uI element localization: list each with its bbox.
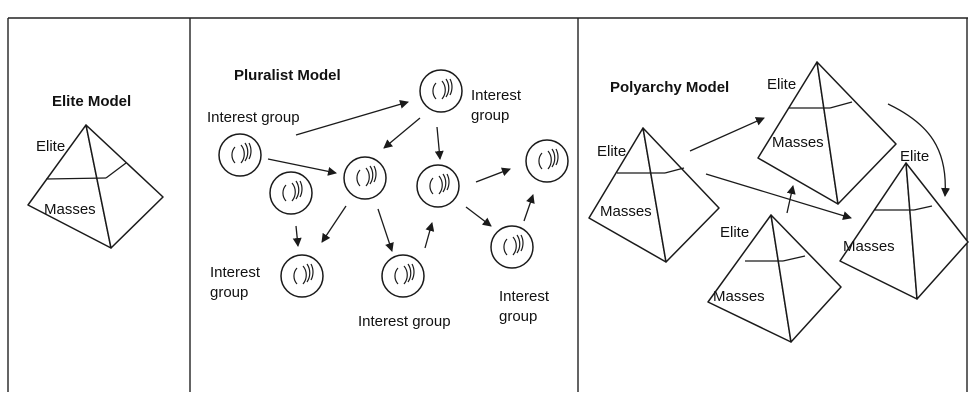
arrow — [689, 117, 765, 152]
interest-group-circle — [525, 139, 569, 183]
polyarchy-model: Polyarchy Model Elite Masses Elite Masse… — [588, 61, 969, 343]
pluralist-model-title: Pluralist Model — [234, 67, 341, 84]
elite-pyramid — [27, 124, 164, 249]
pluralist-model: Pluralist Model — [207, 67, 569, 330]
polyarchy-pyramid — [588, 127, 720, 263]
elite-label: Elite — [597, 143, 626, 160]
interest-group-label-line2: group — [210, 284, 248, 301]
elite-label: Elite — [720, 224, 749, 241]
interest-group-circle — [280, 254, 324, 298]
interest-group-circle — [419, 69, 463, 113]
arrow — [465, 206, 492, 227]
influence-arrows — [267, 99, 535, 252]
elite-label: Elite — [767, 76, 796, 93]
arrow — [377, 208, 394, 252]
interest-group-circle — [381, 254, 425, 298]
arrow — [434, 126, 444, 160]
elite-model-title: Elite Model — [52, 93, 131, 110]
masses-label: Masses — [772, 134, 824, 151]
polyarchy-model-title: Polyarchy Model — [610, 79, 729, 96]
interest-group-label: Interest group — [358, 313, 451, 330]
arrow — [523, 194, 535, 222]
polyarchy-pyramid — [707, 214, 842, 343]
masses-label: Masses — [713, 288, 765, 305]
arrow — [292, 225, 302, 247]
arrow — [383, 117, 421, 149]
elite-label: Elite — [900, 148, 929, 165]
interest-group-label-line1: Interest — [499, 288, 550, 305]
curved-arrow — [887, 103, 951, 197]
elite-label: Elite — [36, 138, 65, 155]
arrow — [786, 185, 796, 214]
interest-group-label-line2: group — [499, 308, 537, 325]
polyarchy-pyramid — [839, 162, 969, 300]
interest-group-circle — [218, 133, 262, 177]
masses-label: Masses — [44, 201, 96, 218]
interest-group-circle — [343, 156, 387, 200]
arrow — [424, 222, 435, 249]
arrow — [475, 167, 511, 183]
masses-label: Masses — [843, 238, 895, 255]
interest-group-label-line1: Interest — [210, 264, 261, 281]
arrow — [267, 158, 337, 176]
interest-group-label: Interest group — [207, 109, 300, 126]
arrow — [705, 173, 852, 220]
polyarchy-pyramid — [757, 61, 897, 205]
interest-group-circle — [490, 225, 534, 269]
interest-group-circle — [269, 171, 313, 215]
interest-group-circle — [416, 164, 460, 208]
interest-group-label-line1: Interest — [471, 87, 522, 104]
arrow — [295, 99, 409, 136]
arrow — [321, 205, 347, 243]
masses-label: Masses — [600, 203, 652, 220]
elite-model: Elite Model Elite Masses — [27, 93, 164, 249]
interest-group-label-line2: group — [471, 107, 509, 124]
panel-frame — [7, 17, 968, 392]
